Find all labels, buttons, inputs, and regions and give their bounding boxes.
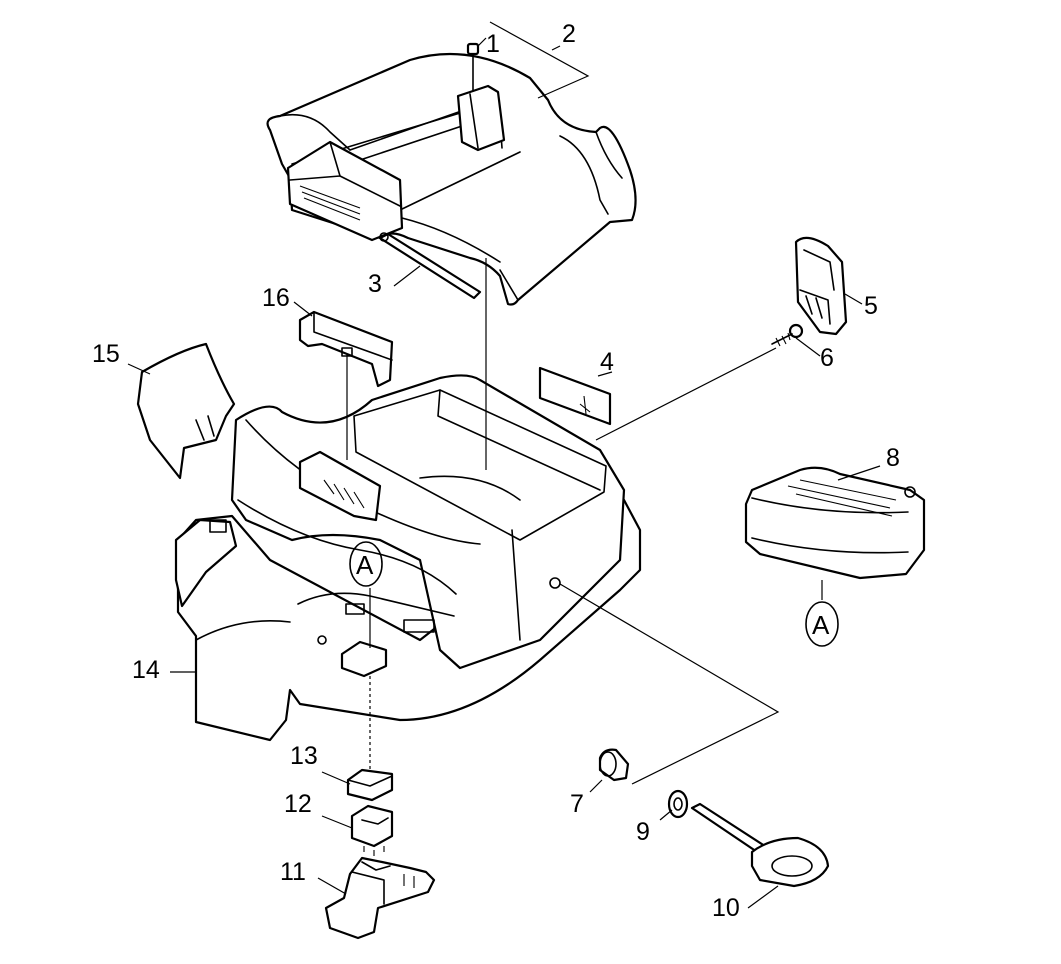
reference-a-cover: A	[805, 601, 839, 647]
callout-4: 4	[600, 348, 614, 376]
part-9-washer	[667, 789, 689, 819]
leader-lines	[127, 21, 881, 909]
callout-11: 11	[280, 858, 306, 886]
part-4-label	[538, 366, 612, 426]
reference-label-a: A	[812, 610, 830, 640]
callout-3: 3	[368, 270, 382, 298]
callout-8: 8	[886, 444, 900, 472]
callout-2: 2	[562, 20, 576, 48]
part-1-screw	[466, 42, 480, 91]
callout-5: 5	[864, 292, 878, 320]
part-15-side-panel	[136, 342, 236, 480]
part-14-main-housing	[174, 374, 642, 742]
part-6-screw	[771, 323, 804, 347]
part-7-bushing	[598, 748, 630, 782]
part-2-top-cover	[266, 52, 637, 306]
part-3-rod	[378, 232, 482, 300]
part-12-switch	[350, 804, 394, 856]
reference-a-main: A	[349, 541, 383, 587]
callout-14: 14	[132, 656, 160, 684]
part-5-latch	[794, 236, 848, 336]
part-16-handle	[298, 310, 394, 388]
callout-labels: 1 2 3 4 5 6 7 8 9 10 11 12 13 14 15 16	[92, 20, 900, 922]
reference-label-a: A	[356, 550, 374, 580]
callout-6: 6	[820, 344, 834, 372]
callout-7: 7	[570, 790, 584, 818]
callout-10: 10	[712, 894, 740, 922]
callout-15: 15	[92, 340, 120, 368]
callout-13: 13	[290, 742, 318, 770]
callout-12: 12	[284, 790, 312, 818]
part-11-bracket	[324, 856, 436, 940]
part-10-wrench	[690, 802, 830, 888]
callout-1: 1	[486, 30, 500, 58]
callout-9: 9	[636, 818, 650, 846]
callout-16: 16	[262, 284, 290, 312]
part-13-cap	[346, 768, 394, 802]
part-8-cover	[744, 466, 926, 580]
